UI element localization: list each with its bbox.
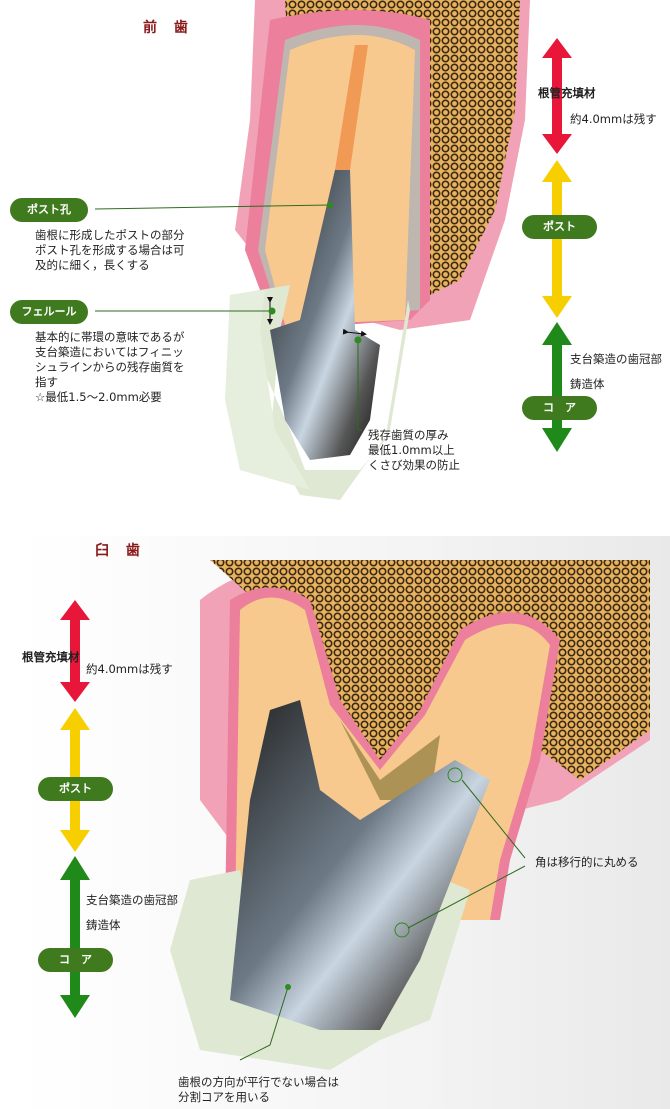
corner-rounding-note: 角は移行的に丸める — [535, 855, 639, 869]
split-core-note: 歯根の方向が平行でない場合は 分割コアを用いる — [178, 1075, 339, 1104]
root-canal-filling — [335, 45, 368, 170]
molar-illustration — [170, 560, 650, 1070]
post-hole-pill: ポスト孔 — [10, 198, 88, 222]
anterior-root-fill-label: 根管充填材 — [538, 86, 596, 100]
anterior-post-pill: ポスト — [522, 215, 597, 239]
anterior-root-fill-note: 約4.0mmは残す — [570, 112, 657, 126]
molar-core-note-1: 支台築造の歯冠部 — [86, 893, 178, 907]
anterior-scale — [542, 38, 572, 452]
split-core-metal — [230, 700, 490, 1030]
molar-core-pill: コ ア — [38, 948, 113, 972]
root-fill-arrow — [542, 38, 572, 154]
molar-title: 臼 歯 — [95, 543, 146, 559]
molar-root-fill-note: 約4.0mmは残す — [86, 662, 173, 676]
molar-core-note-2: 鋳造体 — [86, 918, 121, 932]
anterior-core-note-1: 支台築造の歯冠部 — [570, 352, 662, 366]
post-arrow — [542, 160, 572, 318]
ferrule-description: 基本的に帯環の意味であるが 支台築造においてはフィニッ シュラインからの残存歯質… — [35, 330, 185, 404]
ferrule-pill: フェルール — [10, 300, 88, 324]
molar-root-fill-label: 根管充填材 — [22, 650, 80, 664]
anterior-title: 前 歯 — [143, 20, 194, 36]
anterior-core-pill: コ ア — [522, 396, 597, 420]
molar-post-pill: ポスト — [38, 777, 113, 801]
anterior-tooth-illustration — [94, 0, 530, 500]
molar-root-fill-arrow — [60, 600, 90, 702]
molar-core-arrow — [60, 856, 90, 1018]
post-core-metal — [270, 170, 380, 460]
post-hole-description: 歯根に形成したポストの部分 ポスト孔を形成する場合は可 及的に細く，長くする — [35, 228, 185, 272]
core-arrow — [542, 322, 572, 452]
remaining-tooth-note: 残存歯質の厚み 最低1.0mm以上 くさび効果の防止 — [368, 428, 460, 472]
anterior-core-note-2: 鋳造体 — [570, 377, 605, 391]
